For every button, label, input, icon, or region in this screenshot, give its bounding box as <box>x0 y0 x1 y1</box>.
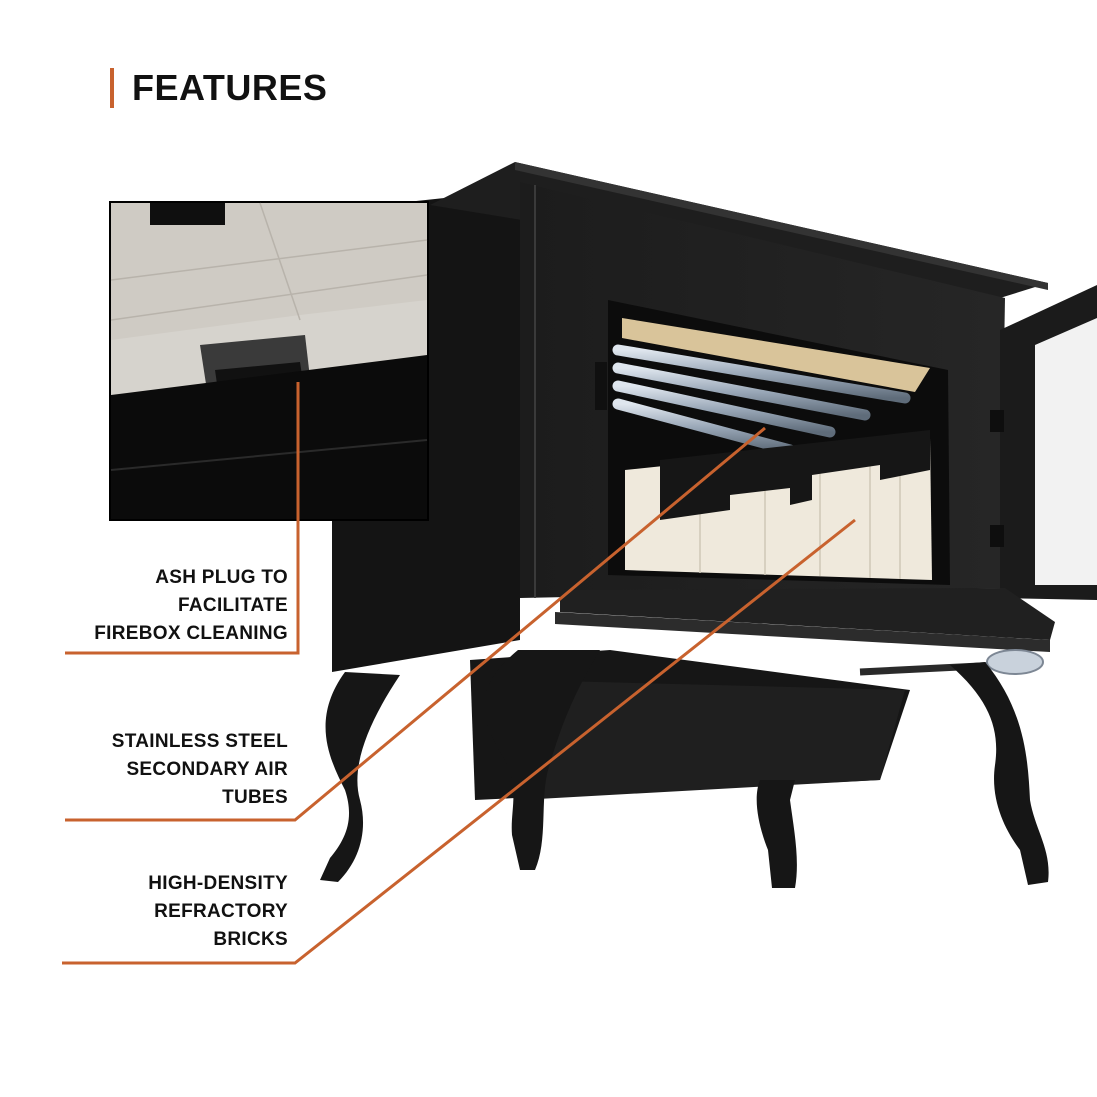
inset-baffle-bracket <box>150 203 225 225</box>
inset-brick-seam <box>259 202 301 321</box>
leader-bricks <box>62 518 856 965</box>
air-tube <box>612 398 796 456</box>
inset-stove-front <box>111 355 427 519</box>
firebox-grate <box>660 430 930 520</box>
stove-top-edge <box>515 162 1048 290</box>
door-hinge <box>990 410 1004 432</box>
callout-line: ASH PLUG TO <box>155 567 288 588</box>
inset-brick-seam <box>110 274 428 321</box>
callout-line: BRICKS <box>213 929 288 950</box>
air-tube <box>612 344 911 404</box>
callout-air-tubes: STAINLESS STEEL SECONDARY AIR TUBES <box>112 728 288 812</box>
callout-line: FIREBOX CLEANING <box>94 623 288 644</box>
inset-brick-seam <box>110 239 428 281</box>
leader-ash-plug <box>65 382 300 655</box>
ash-plug-detail-inset <box>109 201 429 521</box>
stove-leg-front-right <box>756 780 797 888</box>
callout-line: TUBES <box>222 787 288 808</box>
inset-floor-bricks <box>111 203 427 340</box>
leader-lines <box>62 382 856 965</box>
stove-leg-back-right <box>950 662 1049 885</box>
leader-air-tubes <box>65 426 766 822</box>
baffle-board <box>622 318 930 392</box>
callout-ash-plug: ASH PLUG TO FACILITATE FIREBOX CLEANING <box>94 564 288 648</box>
callout-line: REFRACTORY <box>154 901 288 922</box>
stove-leg-front-left <box>484 650 600 870</box>
ash-lip-edge <box>555 612 1050 652</box>
secondary-air-tubes <box>612 344 911 456</box>
stove-leg-back-left <box>320 672 400 882</box>
door-hinge <box>990 525 1004 547</box>
door-glass <box>1035 318 1097 585</box>
callout-line: SECONDARY AIR <box>126 759 288 780</box>
spring-handle <box>986 649 1044 675</box>
page-title: FEATURES <box>132 67 328 108</box>
callout-line: STAINLESS STEEL <box>111 731 288 752</box>
inset-edge <box>110 439 428 471</box>
door-latch <box>595 362 607 410</box>
callout-refractory-bricks: HIGH-DENSITY REFRACTORY BRICKS <box>148 870 288 954</box>
callout-line: FACILITATE <box>178 595 288 616</box>
air-tube <box>612 362 871 421</box>
callout-line: HIGH-DENSITY <box>148 873 288 894</box>
ash-lip <box>560 588 1055 640</box>
header-accent-bar <box>110 68 114 108</box>
air-tube <box>612 380 836 438</box>
stove-top-plate <box>430 162 1048 298</box>
